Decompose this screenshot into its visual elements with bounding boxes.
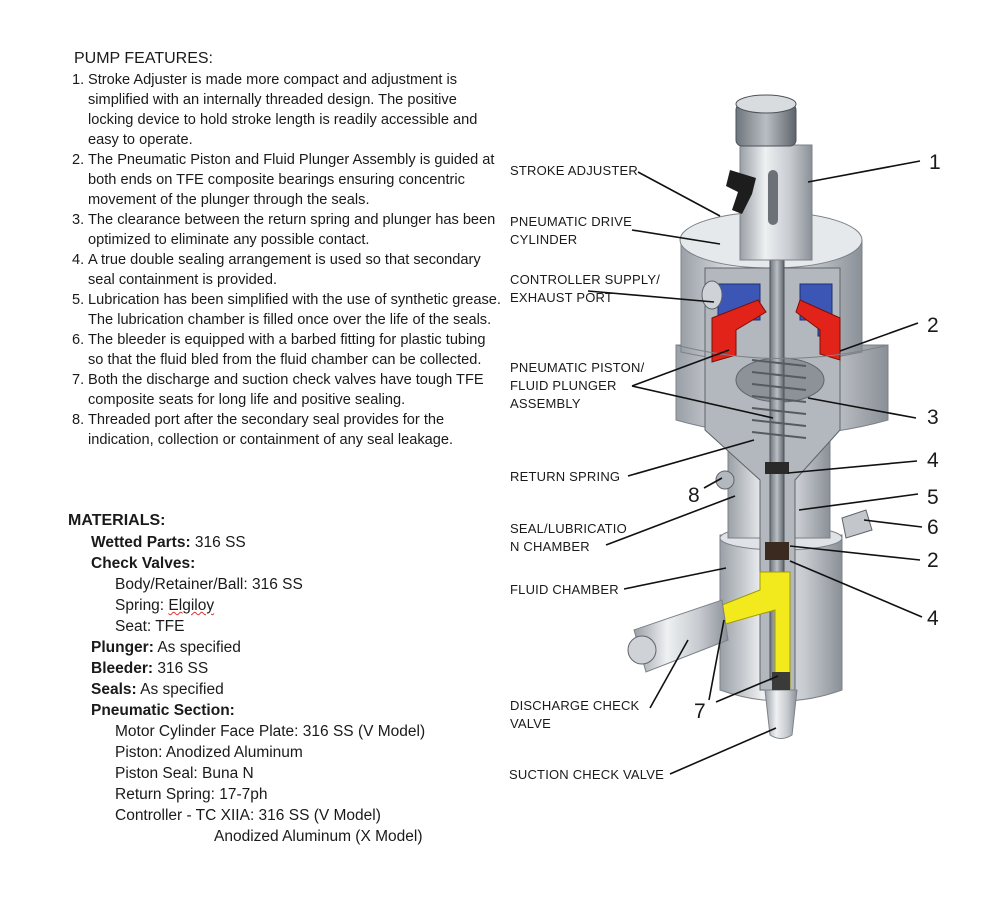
feature-text: Both the discharge and suction check val… xyxy=(88,372,484,408)
material-check-valves: Check Valves: xyxy=(68,553,425,574)
feature-item: 3.The clearance between the return sprin… xyxy=(72,210,502,250)
feature-number: 6. xyxy=(72,332,85,348)
material-label: Wetted Parts: xyxy=(91,534,191,551)
label-fluid-chamber: FLUID CHAMBER xyxy=(510,582,619,597)
red-seal-right xyxy=(795,299,841,361)
callout-4-upper: 4 xyxy=(927,449,939,472)
label-drive-line2: CYLINDER xyxy=(510,232,578,247)
material-label: Plunger: xyxy=(91,639,154,656)
feature-item: 1.Stroke Adjuster is made more compact a… xyxy=(72,70,502,150)
features-title: PUMP FEATURES: xyxy=(74,50,213,67)
material-sub: Piston: Anodized Aluminum xyxy=(115,744,303,761)
label-discharge-line1: DISCHARGE CHECK xyxy=(510,698,640,713)
seal-upper xyxy=(765,462,789,474)
materials-list: Wetted Parts: 316 SS Check Valves: Body/… xyxy=(68,532,425,847)
feature-number: 2. xyxy=(72,152,85,168)
callout-1: 1 xyxy=(929,151,941,174)
feature-text: The clearance between the return spring … xyxy=(88,212,496,248)
feature-text: Threaded port after the secondary seal p… xyxy=(88,412,454,448)
label-drive-line1: PNEUMATIC DRIVE xyxy=(510,214,632,229)
label-seal-line1: SEAL/LUBRICATIO xyxy=(510,521,627,536)
label-return-spring: RETURN SPRING xyxy=(510,469,621,484)
material-value: 316 SS xyxy=(190,534,246,551)
discharge-valve-end xyxy=(627,635,657,665)
material-sub: Body/Retainer/Ball: 316 SS xyxy=(115,576,303,593)
suction-valve-fitting xyxy=(772,672,790,690)
feature-number: 4. xyxy=(72,252,85,268)
material-value: As specified xyxy=(136,681,224,698)
material-sub: Motor Cylinder Face Plate: 316 SS (V Mod… xyxy=(115,723,426,740)
feature-item: 6.The bleeder is equipped with a barbed … xyxy=(72,330,502,370)
callout-2-lower: 2 xyxy=(927,549,939,572)
material-sub: Piston Seal: Buna N xyxy=(115,765,254,782)
material-seals: Seals: As specified xyxy=(68,679,425,700)
controller-port xyxy=(701,280,723,310)
callout-8: 8 xyxy=(688,484,700,507)
callout-7: 7 xyxy=(694,700,706,723)
seal-lower xyxy=(765,542,789,560)
feature-text: Lubrication has been simplified with the… xyxy=(88,292,501,328)
feature-number: 1. xyxy=(72,72,85,88)
callout-5: 5 xyxy=(927,486,939,509)
feature-item: 7.Both the discharge and suction check v… xyxy=(72,370,502,410)
feature-item: 5.Lubrication has been simplified with t… xyxy=(72,290,502,330)
material-label: Seals: xyxy=(91,681,137,698)
callout-2-upper: 2 xyxy=(927,314,939,337)
material-value: As specified xyxy=(153,639,241,656)
suction-valve-stem xyxy=(764,689,798,739)
material-pneumatic: Pneumatic Section: xyxy=(68,700,425,721)
label-suction-check-valve: SUCTION CHECK VALVE xyxy=(509,767,665,782)
feature-number: 5. xyxy=(72,292,85,308)
material-label: Check Valves: xyxy=(91,555,196,572)
feature-number: 8. xyxy=(72,412,85,428)
material-sub: Seat: TFE xyxy=(115,618,185,635)
features-list: 1.Stroke Adjuster is made more compact a… xyxy=(72,70,502,450)
feature-text: A true double sealing arrangement is use… xyxy=(88,252,481,288)
material-sub: Controller - TC XIIA: 316 SS (V Model) xyxy=(115,807,381,824)
label-piston-line1: PNEUMATIC PISTON/ xyxy=(510,360,645,375)
material-label: Pneumatic Section: xyxy=(91,702,235,719)
label-controller-line1: CONTROLLER SUPPLY/ xyxy=(510,272,661,287)
bleeder-fitting xyxy=(841,509,873,539)
material-value: 316 SS xyxy=(153,660,209,677)
material-bleeder: Bleeder: 316 SS xyxy=(68,658,425,679)
material-plunger: Plunger: As specified xyxy=(68,637,425,658)
feature-number: 3. xyxy=(72,212,85,228)
feature-text: The bleeder is equipped with a barbed fi… xyxy=(88,332,486,368)
material-sub: Spring: Elgiloy xyxy=(68,595,425,616)
feature-item: 4.A true double sealing arrangement is u… xyxy=(72,250,502,290)
label-seal-line2: N CHAMBER xyxy=(510,539,590,554)
material-sub: Anodized Aluminum (X Model) xyxy=(214,828,423,845)
callout-3: 3 xyxy=(927,406,939,429)
materials-title: MATERIALS: xyxy=(68,512,166,529)
label-piston-line3: ASSEMBLY xyxy=(510,396,581,411)
feature-item: 2.The Pneumatic Piston and Fluid Plunger… xyxy=(72,150,502,210)
feature-text: Stroke Adjuster is made more compact and… xyxy=(88,72,478,148)
feature-number: 7. xyxy=(72,372,85,388)
return-spring xyxy=(751,359,807,439)
threaded-port xyxy=(715,470,735,490)
flange-edge xyxy=(675,344,889,359)
feature-item: 8.Threaded port after the secondary seal… xyxy=(72,410,502,450)
label-controller-line2: EXHAUST PORT xyxy=(510,290,614,305)
material-sub-prefix: Spring: xyxy=(115,597,169,614)
adjuster-slot xyxy=(768,170,778,225)
feature-text: The Pneumatic Piston and Fluid Plunger A… xyxy=(88,152,495,208)
red-seal xyxy=(711,299,767,363)
label-piston-line2: FLUID PLUNGER xyxy=(510,378,617,393)
adjuster-knob-top xyxy=(735,94,797,114)
callout-6: 6 xyxy=(927,516,939,539)
leader-lines xyxy=(587,160,923,775)
callout-4-lower: 4 xyxy=(927,607,939,630)
material-label: Bleeder: xyxy=(91,660,154,677)
spellcheck-word: Elgiloy xyxy=(168,597,215,614)
material-sub: Return Spring: 17-7ph xyxy=(115,786,268,803)
label-stroke-adjuster: STROKE ADJUSTER xyxy=(510,163,638,178)
label-discharge-line2: VALVE xyxy=(510,716,551,731)
locking-lever xyxy=(726,170,756,214)
material-wetted: Wetted Parts: 316 SS xyxy=(68,532,425,553)
